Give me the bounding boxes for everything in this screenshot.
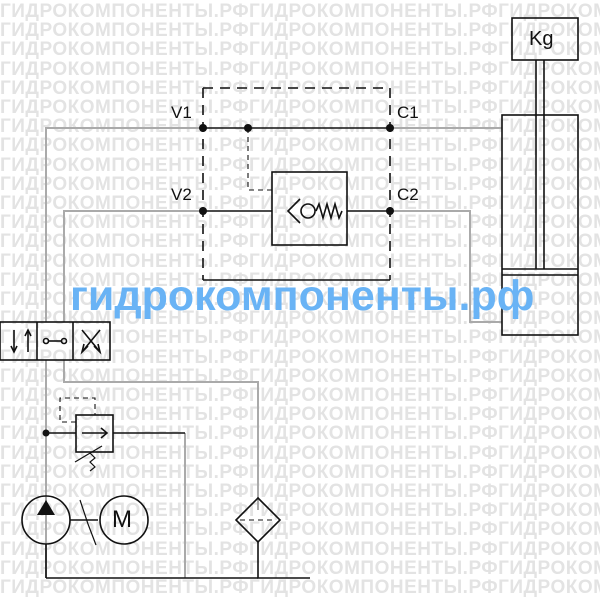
directional-valve [0,321,111,361]
watermark-row: ГИДРОКОМПОНЕНТЫ.РФГИДРОКОМПОНЕНТЫ.РФГИДР… [0,2,600,21]
watermark-row: ГИДРОКОМПОНЕНТЫ.РФГИДРОКОМПОНЕНТЫ.РФГИДР… [0,40,600,60]
watermark-row: ГИДРОКОМПОНЕНТЫ.РФГИДРОКОМПОНЕНТЫ.РФГИДР… [0,424,600,444]
pipes [45,127,502,578]
watermark-row: ГИДРОКОМПОНЕНТЫ.РФГИДРОКОМПОНЕНТЫ.РФГИДР… [0,174,600,194]
watermark-row: ГИДРОКОМПОНЕНТЫ.РФГИДРОКОМПОНЕНТЫ.РФГИДР… [0,290,600,309]
port-label-v1: V1 [171,103,192,122]
watermark-row: ГИДРОКОМПОНЕНТЫ.РФГИДРОКОМПОНЕНТЫ.РФГИДР… [0,21,600,41]
watermark-row: ГИДРОКОМПОНЕНТЫ.РФГИДРОКОМПОНЕНТЫ.РФГИДР… [0,501,600,521]
watermark-row: ГИДРОКОМПОНЕНТЫ.РФГИДРОКОМПОНЕНТЫ.РФГИДР… [0,462,600,482]
port-label-v2: V2 [171,185,192,204]
watermark-row: ГИДРОКОМПОНЕНТЫ.РФГИДРОКОМПОНЕНТЫ.РФГИДР… [0,251,600,271]
pump-and-motor [21,495,149,578]
watermark-row: ГИДРОКОМПОНЕНТЫ.РФГИДРОКОМПОНЕНТЫ.РФГИДР… [0,59,600,79]
watermark-row: ГИДРОКОМПОНЕНТЫ.РФГИДРОКОМПОНЕНТЫ.РФГИДР… [0,482,600,501]
watermark-row: ГИДРОКОМПОНЕНТЫ.РФГИДРОКОМПОНЕНТЫ.РФГИДР… [0,578,600,597]
watermark-row: ГИДРОКОМПОНЕНТЫ.РФГИДРОКОМПОНЕНТЫ.РФГИДР… [0,443,600,463]
port-label-c2: C2 [397,185,419,204]
watermark-row: ГИДРОКОМПОНЕНТЫ.РФГИДРОКОМПОНЕНТЫ.РФГИДР… [0,194,600,213]
watermark-row: ГИДРОКОМПОНЕНТЫ.РФГИДРОКОМПОНЕНТЫ.РФГИДР… [0,232,600,252]
watermark-row: ГИДРОКОМПОНЕНТЫ.РФГИДРОКОМПОНЕНТЫ.РФГИДР… [0,520,600,540]
cylinder [501,17,579,336]
watermark-row: ГИДРОКОМПОНЕНТЫ.РФГИДРОКОМПОНЕНТЫ.РФГИДР… [0,347,600,367]
watermark-row: ГИДРОКОМПОНЕНТЫ.РФГИДРОКОМПОНЕНТЫ.РФГИДР… [0,117,600,137]
main-watermark: гидрокомпоненты.рф [70,272,535,320]
watermark-row: ГИДРОКОМПОНЕНТЫ.РФГИДРОКОМПОНЕНТЫ.РФГИДР… [0,405,600,425]
watermark-row: ГИДРОКОМПОНЕНТЫ.РФГИДРОКОМПОНЕНТЫ.РФГИДР… [0,155,600,175]
check-valve-block [199,87,394,281]
load-label: Kg [529,28,554,50]
motor-label: M [112,506,132,533]
watermark-row: ГИДРОКОМПОНЕНТЫ.РФГИДРОКОМПОНЕНТЫ.РФГИДР… [0,136,600,156]
watermark-row: ГИДРОКОМПОНЕНТЫ.РФГИДРОКОМПОНЕНТЫ.РФГИДР… [0,386,600,405]
watermark-row: ГИДРОКОМПОНЕНТЫ.РФГИДРОКОМПОНЕНТЫ.РФГИДР… [0,558,600,578]
port-label-c1: C1 [397,103,419,122]
watermark-row: ГИДРОКОМПОНЕНТЫ.РФГИДРОКОМПОНЕНТЫ.РФГИДР… [0,539,600,559]
watermark-row: ГИДРОКОМПОНЕНТЫ.РФГИДРОКОМПОНЕНТЫ.РФГИДР… [0,98,600,117]
watermark-row: ГИДРОКОМПОНЕНТЫ.РФГИДРОКОМПОНЕНТЫ.РФГИДР… [0,309,600,329]
watermark-row: ГИДРОКОМПОНЕНТЫ.РФГИДРОКОМПОНЕНТЫ.РФГИДР… [0,78,600,98]
relief-valve [42,397,185,472]
filter [46,496,310,579]
watermark-row: ГИДРОКОМПОНЕНТЫ.РФГИДРОКОМПОНЕНТЫ.РФГИДР… [0,328,600,348]
